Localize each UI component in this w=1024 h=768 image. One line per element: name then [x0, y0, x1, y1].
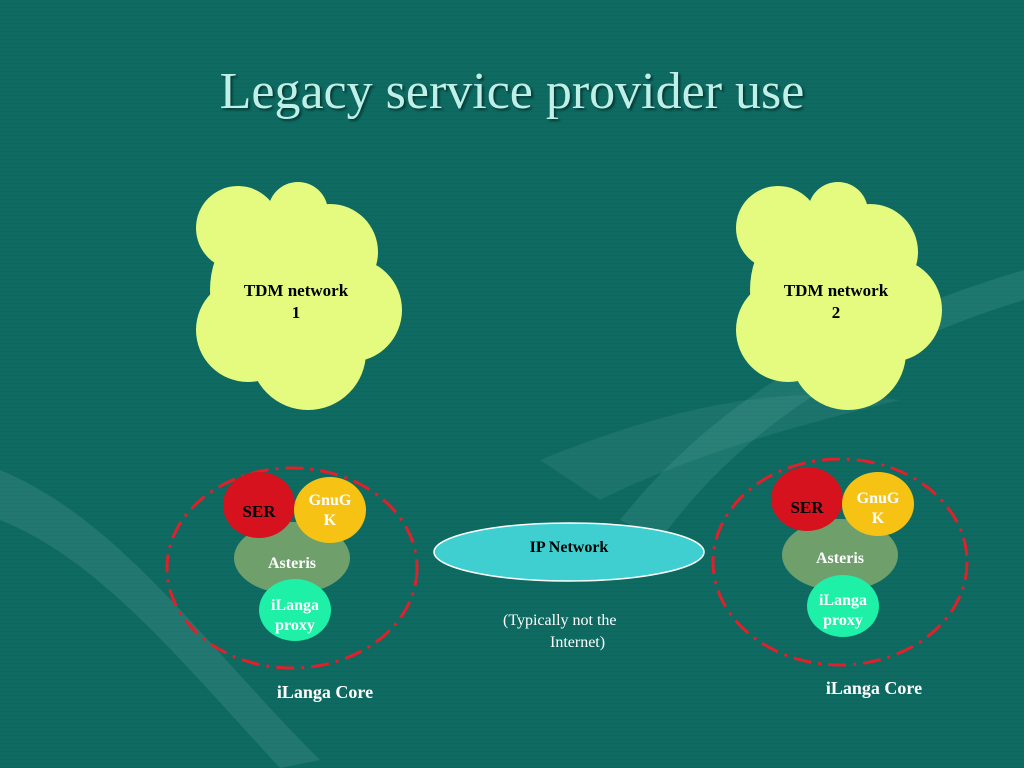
core-1-boundary — [165, 466, 419, 670]
core-2-asteris-node — [782, 519, 898, 591]
core-1-gnugk-label-line1: GnuG — [308, 492, 352, 509]
core-2-gnugk-label-line2: K — [871, 510, 885, 527]
core-1-asteris-label: Asteris — [268, 555, 316, 572]
core-1-label: iLanga Core — [276, 682, 374, 702]
core-1-proxy-node — [259, 579, 331, 641]
ip-network-note: (Typically not the Internet) — [503, 610, 673, 654]
core-1-ser-node — [223, 472, 295, 538]
ip-network-shape — [433, 522, 705, 582]
core-1-proxy-label-line2: proxy — [275, 617, 315, 634]
tdm-network-1-cloud — [196, 182, 402, 410]
core-2-label: iLanga Core — [825, 678, 923, 698]
core-2-proxy-label: iLanga proxy — [808, 591, 878, 631]
tdm-network-2-label-line2: 2 — [831, 303, 841, 322]
core-2-gnugk-node — [842, 472, 914, 536]
core-2-proxy-node — [807, 575, 879, 637]
ip-network-label: IP Network — [529, 539, 609, 556]
core-1-gnugk-label: GnuG K — [298, 491, 362, 531]
core-2-proxy-label-line1: iLanga — [818, 592, 867, 609]
core-2-boundary — [711, 457, 969, 667]
ip-network-note-line2: Internet) — [550, 634, 606, 651]
core-1-proxy-label-line1: iLanga — [270, 597, 319, 614]
tdm-network-2-label: TDM network 2 — [766, 280, 906, 324]
tdm-network-1-label-line2: 1 — [291, 303, 301, 322]
tdm-network-2-label-line1: TDM network — [783, 281, 889, 300]
slide-title: Legacy service provider use — [219, 63, 805, 120]
core-1-gnugk-label-line2: K — [323, 512, 337, 529]
core-2-ser-label: SER — [790, 498, 824, 517]
core-1-ser-label: SER — [242, 502, 276, 521]
tdm-network-1-label-line1: TDM network — [243, 281, 349, 300]
core-1-proxy-label: iLanga proxy — [260, 596, 330, 636]
tdm-network-1-label: TDM network 1 — [226, 280, 366, 324]
ip-network-note-line1: (Typically not the — [503, 612, 617, 629]
core-2-gnugk-label: GnuG K — [846, 489, 910, 529]
core-2-asteris-label: Asteris — [816, 550, 864, 567]
core-2-proxy-label-line2: proxy — [823, 612, 863, 629]
core-1-gnugk-node — [294, 477, 366, 543]
tdm-network-2-cloud — [736, 182, 942, 410]
core-2-gnugk-label-line1: GnuG — [856, 490, 900, 507]
core-2-ser-node — [771, 467, 843, 531]
